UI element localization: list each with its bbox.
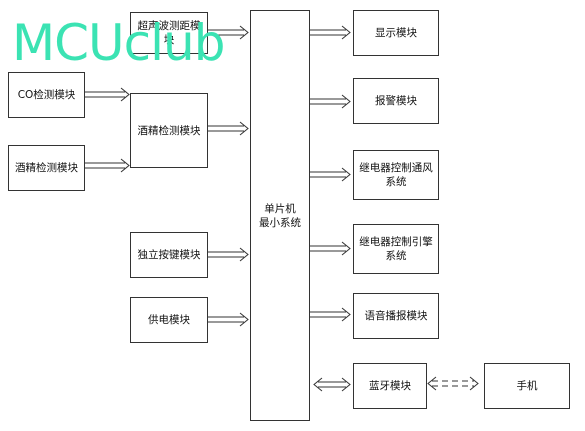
display-module: 显示模块: [353, 10, 439, 56]
arrow-co-to-alcohol: [85, 87, 130, 102]
mcu-core-line2: 最小系统: [259, 216, 301, 229]
arrow-mcu-to-relay-engine: [310, 241, 351, 256]
arrow-mcu-to-relay-fan: [310, 167, 351, 182]
power-module: 供电模块: [130, 297, 208, 343]
mcu-core: 单片机 最小系统: [250, 10, 310, 421]
display-module-label: 显示模块: [375, 27, 417, 39]
keys-module-label: 独立按键模块: [137, 249, 201, 261]
alarm-module: 报警模块: [353, 78, 439, 124]
alcohol-detect-label: 酒精检测模块: [137, 124, 201, 137]
alcohol-sensor-module: 酒精检测模块: [8, 145, 85, 191]
alarm-module-label: 报警模块: [375, 95, 417, 107]
arrow-mcu-to-voice: [310, 307, 351, 322]
mcuclub-watermark: MCUclub: [12, 14, 225, 72]
alcohol-sensor-label: 酒精检测模块: [15, 162, 78, 174]
arrow-bluetooth-phone-dashed: [427, 376, 479, 391]
arrow-mcu-to-display: [310, 25, 351, 40]
arrow-alcohol-to-mcu: [208, 121, 249, 136]
relay-engine-label: 继电器控制引擎系统: [359, 236, 433, 262]
arrow-ultrasonic-to-mcu: [208, 25, 249, 40]
ultrasonic-module-label: 超声波测距模块: [137, 20, 201, 46]
arrow-keys-to-mcu: [208, 247, 249, 262]
arrow-power-to-mcu: [208, 312, 249, 327]
bluetooth-module-label: 蓝牙模块: [369, 380, 411, 392]
arrow-mcu-bluetooth-bidirectional: [313, 377, 351, 392]
phone-box: 手机: [484, 363, 570, 409]
arrow-sensor-to-alcohol: [85, 158, 130, 173]
voice-module: 语音播报模块: [353, 293, 439, 339]
co-module: CO检测模块: [8, 72, 85, 118]
voice-module-label: 语音播报模块: [364, 310, 428, 322]
power-module-label: 供电模块: [148, 314, 190, 326]
alcohol-detect-module: 酒精检测模块: [130, 93, 208, 168]
co-module-label: CO检测模块: [17, 89, 76, 101]
arrow-mcu-to-alarm: [310, 94, 351, 109]
ultrasonic-module: 超声波测距模块: [130, 12, 208, 54]
phone-label: 手机: [516, 380, 538, 392]
keys-module: 独立按键模块: [130, 232, 208, 278]
relay-fan-module: 继电器控制通风系统: [353, 150, 439, 200]
bluetooth-module: 蓝牙模块: [353, 363, 427, 409]
relay-fan-label: 继电器控制通风系统: [359, 162, 433, 188]
relay-engine-module: 继电器控制引擎系统: [353, 224, 439, 274]
mcu-core-line1: 单片机: [264, 202, 296, 215]
